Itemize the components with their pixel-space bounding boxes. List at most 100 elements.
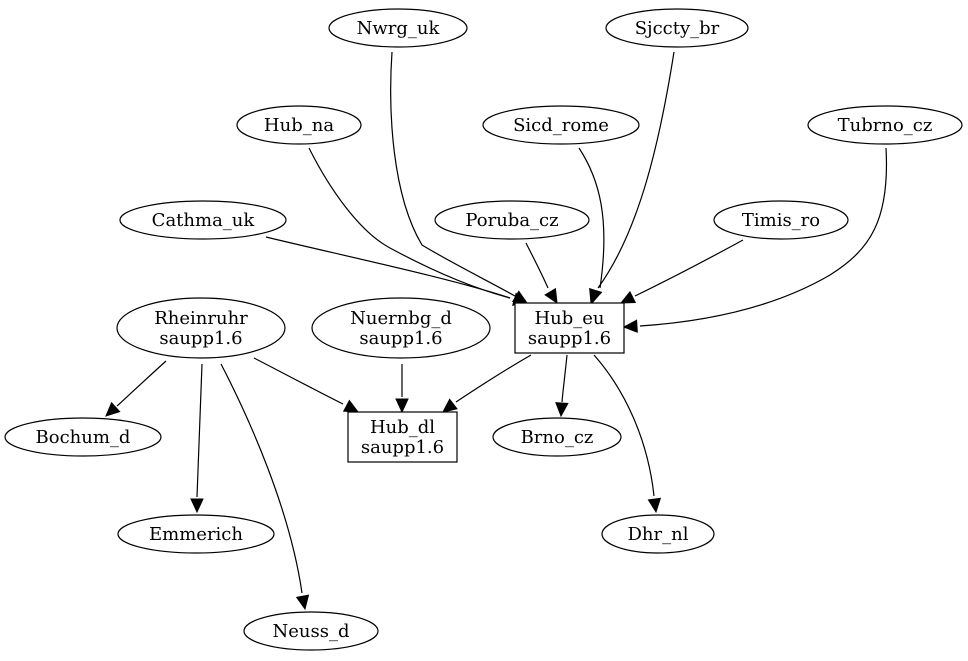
node-label: Hub_eu — [534, 308, 604, 329]
node-ellipse — [117, 514, 275, 554]
node-ellipse — [713, 200, 849, 240]
edge-rheinruhr-to-neuss_d — [220, 363, 310, 611]
edge-hub_eu-to-brno_cz — [555, 354, 569, 418]
node-ellipse — [116, 297, 286, 359]
arrowhead — [342, 399, 360, 413]
node-tubrno_cz: Tubrno_cz — [807, 105, 963, 145]
node-label: saupp1.6 — [159, 328, 242, 349]
node-ellipse — [601, 514, 715, 554]
node-label: saupp1.6 — [528, 328, 611, 349]
node-ellipse — [482, 105, 640, 145]
edge-line — [525, 242, 549, 289]
node-box — [514, 302, 625, 354]
edge-rheinruhr-to-hub_dl — [253, 357, 360, 413]
arrowhead — [544, 287, 558, 305]
node-label: saupp1.6 — [361, 437, 444, 458]
node-label: Bochum_d — [36, 427, 131, 448]
node-label: Hub_na — [264, 115, 334, 136]
node-ellipse — [236, 105, 362, 145]
node-label: Nwrg_uk — [357, 18, 441, 39]
node-label: Hub_dl — [370, 417, 435, 438]
edge-cathma_uk-to-hub_eu — [265, 236, 529, 306]
node-ellipse — [4, 417, 162, 457]
node-nwrg_uk: Nwrg_uk — [328, 8, 468, 48]
node-timis_ro: Timis_ro — [713, 200, 849, 240]
node-label: Emmerich — [149, 524, 243, 545]
node-label: Brno_cz — [521, 427, 594, 448]
node-label: Dhr_nl — [628, 524, 689, 545]
edge-line — [253, 357, 344, 405]
node-brno_cz: Brno_cz — [492, 417, 622, 457]
node-label: Sicd_rome — [513, 115, 609, 136]
edge-rheinruhr-to-bochum_d — [105, 360, 167, 417]
node-sicd_rome: Sicd_rome — [482, 105, 640, 145]
node-dhr_nl: Dhr_nl — [601, 514, 715, 554]
edge-timis_ro-to-hub_eu — [619, 239, 744, 304]
edge-line — [634, 239, 744, 297]
arrowhead — [555, 402, 569, 418]
node-box — [347, 411, 458, 463]
node-ellipse — [243, 611, 379, 651]
edge-sjccty_br-to-hub_eu — [589, 51, 675, 305]
arrowhead — [295, 594, 310, 611]
arrowhead — [190, 498, 204, 514]
node-label: Nuernbg_d — [350, 308, 452, 329]
node-sjccty_br: Sjccty_br — [605, 8, 749, 48]
node-cathma_uk: Cathma_uk — [119, 200, 287, 240]
node-label: Tubrno_cz — [838, 115, 933, 136]
edges-layer — [105, 51, 888, 611]
node-ellipse — [328, 8, 468, 48]
node-ellipse — [605, 8, 749, 48]
edge-tubrno_cz-to-hub_eu — [622, 147, 888, 333]
edge-line — [455, 354, 532, 403]
node-poruba_cz: Poruba_cz — [434, 200, 590, 240]
edge-line — [578, 147, 605, 289]
arrowhead — [589, 288, 602, 305]
edge-line — [597, 51, 675, 289]
node-ellipse — [119, 200, 287, 240]
edge-line — [116, 360, 167, 407]
edge-nwrg_uk-to-hub_eu — [390, 51, 529, 304]
edge-nuernbg_d-to-hub_dl — [395, 364, 409, 414]
node-ellipse — [807, 105, 963, 145]
edge-line — [220, 363, 303, 594]
node-label: Timis_ro — [742, 210, 820, 231]
arrowhead — [511, 290, 529, 304]
arrowhead — [622, 319, 638, 333]
arrowhead — [647, 497, 662, 514]
node-hub_na: Hub_na — [236, 105, 362, 145]
edge-hub_eu-to-dhr_nl — [593, 354, 662, 514]
edge-line — [593, 354, 655, 497]
node-label: Neuss_d — [273, 621, 350, 642]
node-ellipse — [434, 200, 590, 240]
edge-line — [390, 51, 516, 297]
node-label: Poruba_cz — [465, 210, 558, 231]
edge-line — [561, 354, 568, 403]
arrowhead — [395, 398, 409, 414]
edge-line — [308, 147, 511, 299]
edge-poruba_cz-to-hub_eu — [525, 242, 558, 305]
arrowhead — [619, 290, 637, 304]
node-ellipse — [492, 417, 622, 457]
node-label: Sjccty_br — [635, 18, 720, 39]
edge-line — [265, 236, 511, 299]
node-label: saupp1.6 — [359, 328, 442, 349]
node-bochum_d: Bochum_d — [4, 417, 162, 457]
edge-line — [196, 363, 203, 498]
node-neuss_d: Neuss_d — [243, 611, 379, 651]
edge-rheinruhr-to-emmerich — [190, 363, 204, 514]
node-ellipse — [311, 297, 491, 359]
node-emmerich: Emmerich — [117, 514, 275, 554]
arrowhead — [442, 398, 458, 413]
arrowhead — [105, 401, 121, 417]
edge-line — [639, 147, 888, 327]
node-label: Rheinruhr — [154, 308, 248, 329]
node-label: Cathma_uk — [152, 210, 256, 231]
edge-hub_eu-to-hub_dl — [442, 354, 532, 413]
